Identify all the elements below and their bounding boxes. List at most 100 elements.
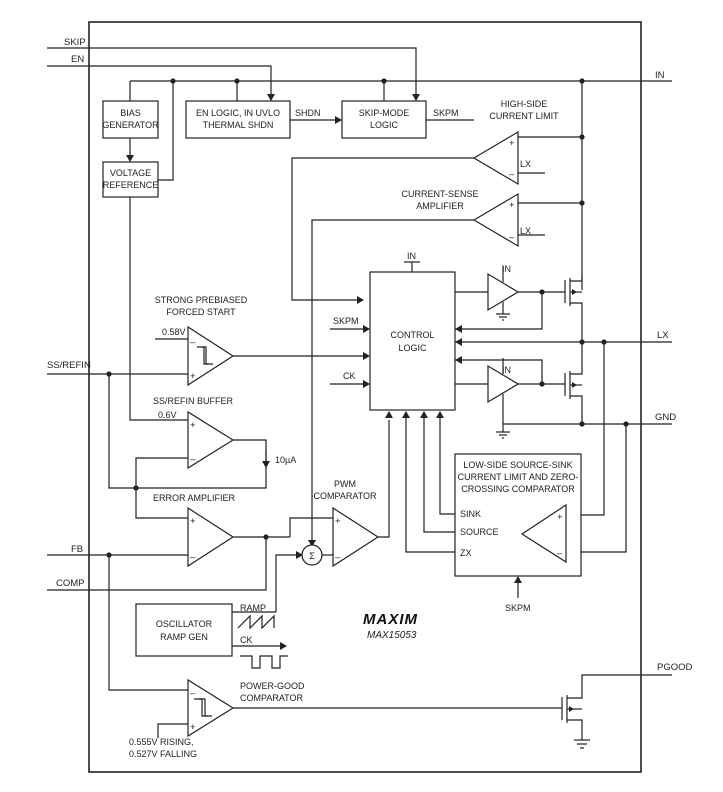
pin-label-in: IN [655,70,665,81]
csa-plus: + [509,200,515,211]
chip-outline [88,21,642,773]
hs-fet-arrow [572,289,577,295]
ck-osc-label: CK [240,635,253,645]
pin-label-gnd: GND [655,412,676,423]
pg-plus: + [190,722,196,733]
ss-buffer-label: SS/REFIN BUFFER [153,396,234,406]
bias-arrow [126,155,134,162]
en-logic-label-2: THERMAL SHDN [203,120,274,130]
ls-fet-source [570,395,583,424]
current-sense-label-1: CURRENT-SENSE [401,189,478,199]
hsfb-arrow [455,325,462,333]
low-side-label-3: CROSSING COMPARATOR [461,484,575,494]
skpm-ctrl-label: SKPM [333,316,359,326]
zc-plus: + [557,512,563,523]
pgood-comp-label-2: COMPARATOR [240,693,304,703]
hs-out-to-control [291,157,474,301]
sink-to-control [439,412,455,515]
prebias-hysteresis-2 [197,346,208,365]
ea-minus: – [190,552,196,563]
ck-ctrl-arrow [363,380,370,388]
hs-arrow [357,296,364,304]
skip-wire [47,47,417,100]
lsfb-arrow [455,356,462,364]
pg-threshold-2: 0.527V FALLING [129,749,197,759]
fb-to-pgood [108,555,188,691]
ramp-arrow [296,551,303,559]
ck-arrow [280,642,287,650]
low-side-label-2: CURRENT LIMIT AND ZERO- [458,472,579,482]
v06-label: 0.6V [158,410,177,420]
ck-waveform [240,655,288,669]
en-wire [47,65,272,100]
vref-label-1: VOLTAGE [110,168,151,178]
current-sense-amplifier [472,192,519,248]
zx-to-control [405,412,455,553]
skpm-bottom-label: SKPM [505,603,531,613]
junction-dot [579,421,585,427]
skpm-out-label: SKPM [433,108,459,118]
hs-minus: – [509,169,515,180]
zx-label: ZX [460,548,472,558]
zc-minus: – [557,548,563,559]
ramp-label: RAMP [240,603,266,613]
pin-label-comp: COMP [56,578,85,589]
error-amp-label: ERROR AMPLIFIER [153,493,236,503]
control-logic-block [369,271,456,411]
pg-ref-wire [157,723,188,738]
shdn-arrow [335,116,342,124]
control-in-label: IN [407,251,416,261]
high-side-driver [487,272,520,312]
pg-fet-source [567,719,583,740]
zero-crossing-comparator [520,503,567,564]
high-side-label-1: HIGH-SIDE [501,99,548,109]
bias-label-2: GENERATOR [102,120,159,130]
csa-arrow [308,540,316,547]
pwm-plus: + [335,516,341,527]
en-logic-block [185,100,291,139]
ls-gate-feedback [455,359,543,384]
ssb-minus: – [190,454,196,465]
ea-plus-wire [135,488,188,519]
junction-dot [170,78,176,84]
sigma-label: Σ [309,551,315,562]
high-side-comparator [472,130,519,186]
source-to-control [423,412,455,533]
pwm-to-control [378,420,390,538]
junction-dot [381,78,387,84]
power-good-comparator [187,678,235,738]
vref-label-2: REFERENCE [103,180,159,190]
pg-threshold-1: 0.555V RISING, [129,737,194,747]
control-label-2: LOGIC [398,343,427,353]
hs-plus: + [509,138,515,149]
pwm-comparator [332,506,380,568]
pb-plus: + [190,371,196,382]
oscillator-block [135,603,233,657]
skip-mode-logic-block [341,100,427,139]
ssb-plus: + [190,420,196,431]
osc-label-2: RAMP GEN [160,632,208,642]
junction-dot [234,78,240,84]
pb-minus: – [190,337,196,348]
lx-arrow [455,338,462,346]
high-side-label-2: CURRENT LIMIT [489,111,559,121]
pg-fet-arrow [569,706,574,712]
ea-plus: + [190,516,196,527]
i10-label: 10µA [275,455,296,465]
ls-fet-drain [570,342,583,375]
vref-to-ssbuffer [129,197,190,421]
pg-minus: – [190,688,196,699]
en-arrow [267,94,275,101]
current-sense-label-2: AMPLIFIER [416,201,464,211]
low-side-driver [487,364,520,404]
osc-label-1: OSCILLATOR [156,619,213,629]
csa-minus: – [509,232,515,243]
pwm-label-1: PWM [334,479,356,489]
zx-arrow [402,411,410,418]
comp-wire [47,537,267,591]
prebias-label-1: STRONG PREBIASED [155,295,248,305]
lsd-in-label: IN [502,365,511,375]
ea-to-pwm [289,517,333,537]
hs-fet-source [570,302,583,342]
